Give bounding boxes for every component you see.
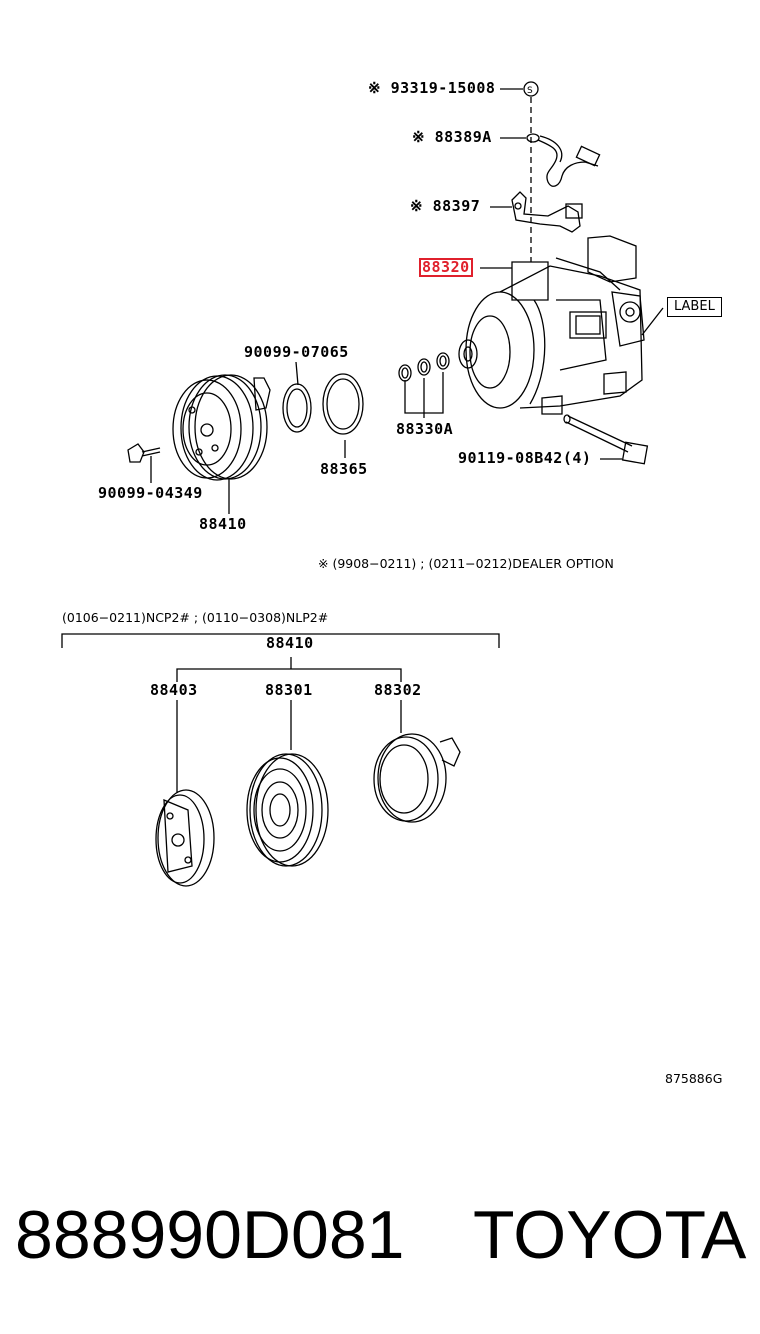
callout-90099-07065[interactable]: 90099-07065 bbox=[244, 343, 349, 361]
part-90099-07065-gasket bbox=[282, 383, 312, 433]
part-88410-clutch bbox=[172, 374, 271, 481]
part-88302-coil bbox=[373, 733, 461, 823]
svg-text:S: S bbox=[527, 86, 533, 96]
leader-90099-07065 bbox=[295, 361, 299, 386]
parts-diagram: S bbox=[61, 81, 664, 887]
leader-label bbox=[641, 307, 664, 336]
footer: 888990D081 TOYOTA bbox=[15, 1195, 755, 1275]
callout-88320-highlighted[interactable]: 88320 bbox=[419, 258, 473, 277]
footer-brand: TOYOTA bbox=[473, 1197, 747, 1273]
callout-88389a[interactable]: ※ 88389A bbox=[412, 128, 492, 146]
part-90099-04349-bolt bbox=[127, 443, 161, 463]
label-tag: LABEL bbox=[667, 297, 722, 317]
callout-88403[interactable]: 88403 bbox=[150, 681, 198, 699]
callout-88330a[interactable]: 88330A bbox=[396, 420, 454, 438]
part-88320-compressor bbox=[458, 235, 645, 415]
kit-applicability-note: (0106−0211)NCP2# ; (0110−0308)NLP2# bbox=[62, 610, 329, 625]
callout-88410-top[interactable]: 88410 bbox=[199, 515, 247, 533]
part-93319-screw bbox=[523, 81, 539, 97]
dealer-option-note: ※ (9908−0211) ; (0211−0212)DEALER OPTION bbox=[318, 556, 614, 571]
part-88301-pulley bbox=[246, 753, 329, 867]
callout-88410-kit[interactable]: 88410 bbox=[266, 634, 314, 652]
callout-88365[interactable]: 88365 bbox=[320, 460, 368, 478]
callout-88302[interactable]: 88302 bbox=[374, 681, 422, 699]
part-88397-bracket bbox=[511, 191, 583, 233]
part-88403-hub bbox=[155, 789, 215, 887]
callout-93319-15008[interactable]: ※ 93319-15008 bbox=[368, 79, 496, 97]
callout-90099-04349[interactable]: 90099-04349 bbox=[98, 484, 203, 502]
callout-88397[interactable]: ※ 88397 bbox=[410, 197, 481, 215]
footer-part-number: 888990D081 bbox=[15, 1197, 405, 1273]
part-88330a-shims bbox=[398, 352, 450, 382]
part-88389a-sensor bbox=[526, 133, 601, 187]
illustration-code: 875886G bbox=[665, 1071, 723, 1086]
part-90119-bolt bbox=[563, 414, 649, 465]
part-88365-snap-ring bbox=[322, 373, 364, 435]
callout-88301[interactable]: 88301 bbox=[265, 681, 313, 699]
kit-bracket-lines bbox=[61, 633, 500, 793]
callout-90119-08b42[interactable]: 90119-08B42(4) bbox=[458, 449, 592, 467]
